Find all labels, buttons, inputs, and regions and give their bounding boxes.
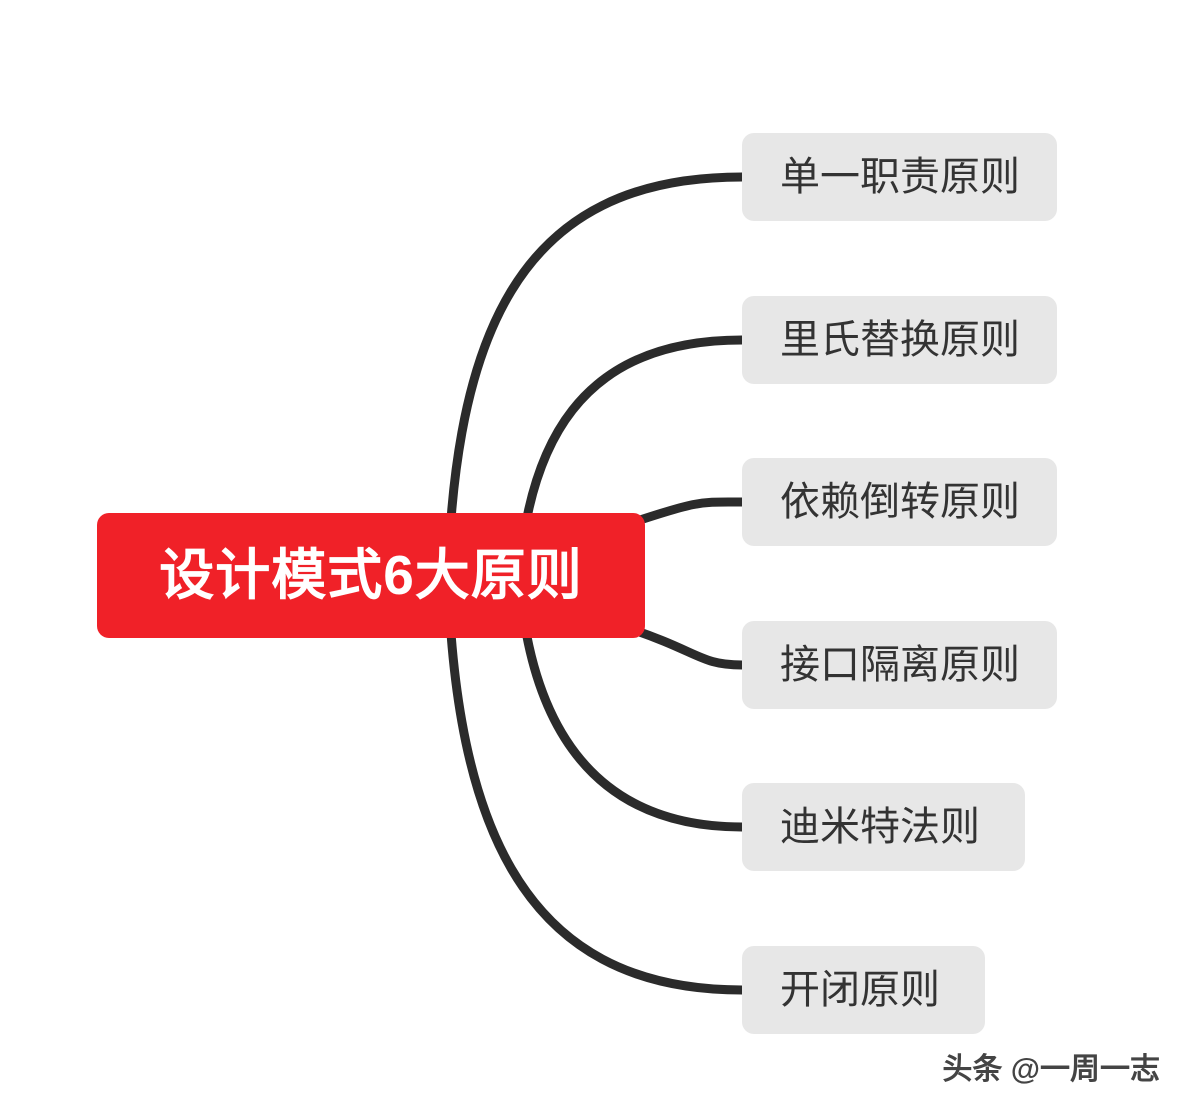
leaf-node[interactable]: 迪米特法则 xyxy=(742,783,1025,871)
leaf-node-label: 依赖倒转原则 xyxy=(780,480,1020,524)
connector-edge xyxy=(623,623,747,670)
leaf-node[interactable]: 依赖倒转原则 xyxy=(742,458,1057,546)
leaf-node[interactable]: 接口隔离原则 xyxy=(742,621,1057,709)
leaf-node-label: 里氏替换原则 xyxy=(780,318,1020,362)
leaf-node-label: 单一职责原则 xyxy=(780,155,1020,199)
watermark: 头条 @一周一志 xyxy=(942,1053,1160,1086)
leaf-node-label: 迪米特法则 xyxy=(780,805,980,849)
root-node-label: 设计模式6大原则 xyxy=(159,544,583,606)
leaf-node[interactable]: 单一职责原则 xyxy=(742,133,1057,221)
leaf-node[interactable]: 开闭原则 xyxy=(742,946,985,1034)
leaf-node-label: 接口隔离原则 xyxy=(780,643,1020,687)
leaf-node[interactable]: 里氏替换原则 xyxy=(742,296,1057,384)
connector-edge xyxy=(623,497,747,529)
root-node[interactable]: 设计模式6大原则 xyxy=(97,513,645,638)
leaf-node-label: 开闭原则 xyxy=(780,968,940,1012)
